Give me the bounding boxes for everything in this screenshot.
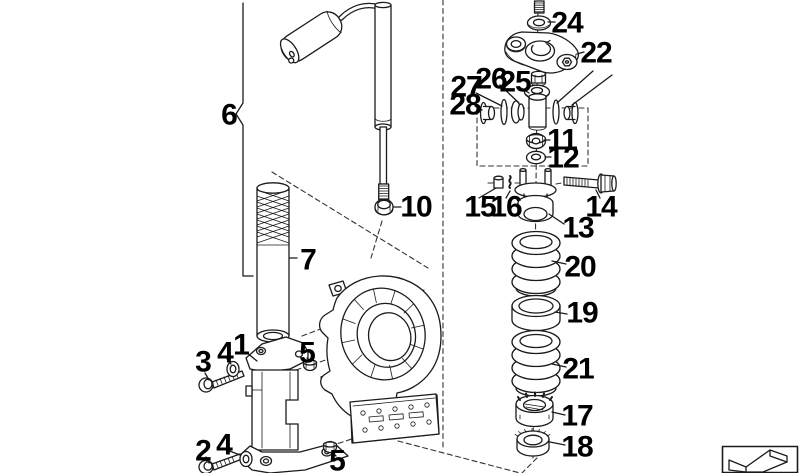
callout-4[interactable]: 4 — [217, 337, 235, 370]
callout-14[interactable]: 14 — [585, 191, 619, 224]
part-14-bolt — [563, 173, 617, 194]
piggyback-reservoir — [279, 10, 343, 64]
callout-4[interactable]: 4 — [216, 429, 234, 462]
shock-absorber-assembly — [279, 1, 394, 216]
housing-bell-opening — [340, 287, 426, 381]
center-lock-nut — [530, 70, 547, 86]
part-13-buffer-cup — [517, 194, 554, 223]
callout-2[interactable]: 2 — [195, 435, 212, 468]
housing-bottom-flange — [349, 393, 440, 444]
part-27-washer-right — [552, 99, 560, 125]
part-6-bracket-line — [235, 2, 254, 277]
callout-12[interactable]: 12 — [547, 142, 580, 175]
part-4-washer-upper — [226, 360, 240, 378]
callout-28[interactable]: 28 — [449, 89, 482, 122]
part-22-top-mount — [504, 31, 580, 74]
callout-5[interactable]: 5 — [329, 445, 346, 473]
piston-rod — [379, 126, 388, 185]
part-1-support-bracket — [237, 336, 349, 473]
callout-1[interactable]: 1 — [233, 329, 250, 362]
callout-22[interactable]: 22 — [580, 37, 613, 70]
callout-19[interactable]: 19 — [566, 297, 599, 330]
callout-27[interactable]: 27 — [450, 71, 483, 104]
callout-20[interactable]: 20 — [564, 251, 597, 284]
part-4-washer-lower — [239, 450, 253, 468]
page-continuation-arrow-icon — [721, 445, 799, 473]
callout-26[interactable]: 26 — [475, 63, 508, 96]
callout-10[interactable]: 10 — [400, 191, 433, 224]
callout-11[interactable]: 11 — [547, 124, 578, 157]
part-26-bushing-left — [510, 100, 525, 124]
callout-15[interactable]: 15 — [464, 191, 497, 224]
callout-25[interactable]: 25 — [499, 66, 532, 99]
part-5-nut-upper — [302, 358, 318, 372]
gearbox-housing — [318, 275, 442, 444]
callout-13[interactable]: 13 — [562, 212, 595, 245]
center-sleeve — [528, 93, 547, 131]
part-12-washer — [525, 150, 547, 165]
bushing-sleeve-set — [479, 93, 579, 131]
part-20-spring — [511, 230, 561, 297]
part-10-rod-nut — [374, 198, 394, 216]
leader-lines — [204, 21, 613, 464]
part-27-washer-left — [500, 98, 508, 126]
callout-7[interactable]: 7 — [300, 244, 317, 277]
callout-17[interactable]: 17 — [561, 400, 594, 433]
part-15-spacer — [493, 175, 504, 189]
lower-fork-and-cup — [514, 167, 557, 223]
part-21-spring — [511, 329, 561, 397]
rod-stud-thread — [533, 0, 545, 14]
part-16-pin — [508, 175, 512, 189]
part-19-spring-seat-ring — [511, 294, 561, 332]
part-18-knurled-ring — [514, 428, 551, 457]
part-7-threaded-sleeve — [256, 182, 290, 343]
part-5-nut-lower — [322, 440, 338, 454]
callout-3[interactable]: 3 — [195, 346, 212, 379]
callout-6[interactable]: 6 — [221, 99, 238, 132]
part-26-bushing-right — [563, 101, 579, 125]
part-28-cup-washer-left — [479, 101, 496, 125]
callout-16[interactable]: 16 — [490, 191, 523, 224]
damper-body — [374, 1, 392, 202]
part-2-bolt — [198, 453, 243, 473]
part-17-adjusting-ring-nut — [515, 391, 554, 428]
callout-18[interactable]: 18 — [561, 431, 594, 464]
part-24-lock-washer — [526, 15, 552, 31]
callout-24[interactable]: 24 — [551, 7, 585, 40]
part-11-hex-nut — [525, 132, 547, 150]
callout-5[interactable]: 5 — [299, 337, 316, 370]
callout-21[interactable]: 21 — [562, 353, 595, 386]
